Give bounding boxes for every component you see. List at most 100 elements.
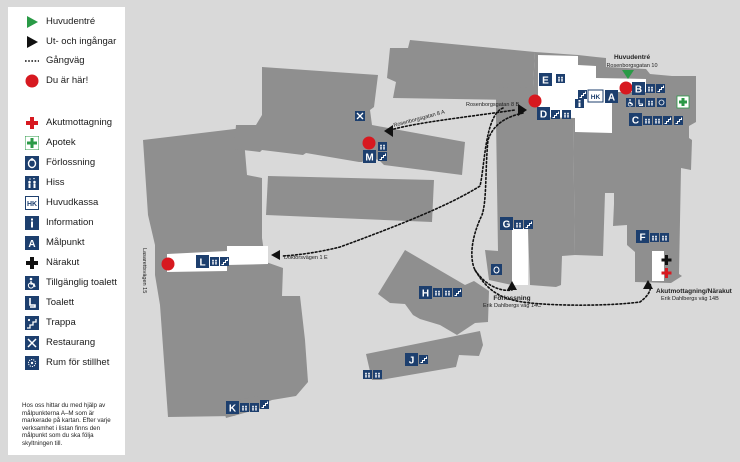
point-b: B <box>632 82 645 96</box>
walking-paths <box>281 107 652 306</box>
legend-item: HK Huvudkassa <box>8 195 125 211</box>
black-cross-icon <box>661 255 672 265</box>
legend-item: Tillgänglig toalett <box>8 275 125 291</box>
toilet-icon <box>635 97 646 108</box>
akut-title: Akutmottagning/Närakut <box>656 288 733 295</box>
svg-text:H: H <box>422 289 429 300</box>
quiet-room-icon <box>25 356 39 370</box>
point-l: L <box>196 255 209 269</box>
stairs-icon <box>377 151 388 162</box>
main-entrance-triangle-icon <box>622 70 634 79</box>
path-forlossning <box>474 269 513 292</box>
target-points: A B C D E F G H J K L M <box>196 73 649 415</box>
svg-text:A: A <box>608 93 615 104</box>
legend-item: Gångväg <box>8 53 125 69</box>
stairs-icon <box>452 287 463 298</box>
legend-item: Huvudentré <box>8 14 125 30</box>
street-label-8a: Rosenborgsgatan 8 A <box>393 109 446 129</box>
stairs-icon <box>550 109 561 120</box>
legend-label: Gångväg <box>46 55 85 66</box>
legend-label: Trappa <box>46 317 76 328</box>
accessible-toilet-icon <box>25 276 39 290</box>
point-d: D <box>537 107 550 121</box>
entrance-8a-triangle-icon <box>384 125 393 137</box>
svg-text:C: C <box>632 116 639 127</box>
elevator-icon <box>373 370 382 379</box>
legend-panel: Huvudentré Ut- och ingångar Gångväg Du ä… <box>8 7 125 455</box>
legend-label: Närakut <box>46 257 80 268</box>
corridor-g <box>512 228 528 285</box>
svg-text:J: J <box>409 356 415 367</box>
legend-item: Akutmottagning <box>8 115 125 131</box>
triangle-black-icon <box>27 36 38 48</box>
corridor-f <box>652 251 664 281</box>
main-entrance-street: Rosenborgsgatan 10 <box>606 63 657 69</box>
elevator-icon <box>378 142 387 151</box>
legend-label: Toalett <box>46 297 74 308</box>
legend-label: Rum för stillhet <box>46 357 110 368</box>
elevator-icon <box>643 116 652 125</box>
main-entrance-title: Huvudentré <box>614 54 651 61</box>
svg-text:F: F <box>639 233 645 244</box>
akut-street: Erik Dahlbergs väg 14B <box>661 296 719 302</box>
pharmacy-cross-icon <box>676 95 690 109</box>
building-west <box>143 128 308 417</box>
path-loop <box>471 112 652 306</box>
letter-a-icon: A <box>25 236 39 250</box>
svg-text:G: G <box>503 220 511 231</box>
stairs-icon <box>219 256 230 267</box>
legend-label: Förlossning <box>46 157 96 168</box>
forlossning-street: Erik Dahlbergs väg 14C <box>483 303 541 309</box>
legend-item: Ut- och ingångar <box>8 34 125 50</box>
elevator-icon <box>210 257 219 266</box>
stairs-icon <box>523 219 534 230</box>
hk-icon: HK <box>587 89 604 103</box>
legend-item: Hiss <box>8 175 125 191</box>
path-8a <box>389 109 516 131</box>
point-j: J <box>405 353 418 367</box>
point-m: M <box>363 150 376 164</box>
legend-item: Förlossning <box>8 155 125 171</box>
toilet-icon <box>25 296 39 310</box>
svg-text:A: A <box>28 239 35 250</box>
legend-label: Huvudentré <box>46 16 96 27</box>
legend-item: Närakut <box>8 255 125 271</box>
elevator-icon <box>646 84 655 93</box>
elevator-icon <box>514 220 523 229</box>
point-g: G <box>500 217 513 231</box>
svg-text:E: E <box>542 76 549 87</box>
information-icon <box>575 99 584 108</box>
path-doktorsvagen <box>281 107 504 257</box>
hk-icon: HK <box>25 196 39 210</box>
entrance-forlossning-triangle-icon <box>507 281 517 290</box>
point-e: E <box>539 73 552 87</box>
forlossning-title: Förlossning <box>493 295 530 302</box>
point-c: C <box>629 113 642 127</box>
stairs-icon <box>577 89 588 100</box>
elevator-icon <box>433 288 442 297</box>
building-top-center <box>387 40 535 100</box>
triangle-green-icon <box>27 16 38 28</box>
point-f: F <box>636 230 649 244</box>
you-are-here-markers <box>161 81 633 271</box>
legend-item: Trappa <box>8 315 125 331</box>
point-k: K <box>226 401 239 415</box>
elevator-icon <box>363 370 372 379</box>
legend-item: Rum för stillhet <box>8 355 125 371</box>
red-cross-icon <box>26 117 38 129</box>
dotted-line-icon <box>25 60 39 62</box>
legend-item: Du är här! <box>8 73 125 89</box>
building-g <box>485 119 575 287</box>
svg-text:HK: HK <box>27 201 37 208</box>
entrance-8b-triangle-icon <box>518 104 527 116</box>
elevator-icon <box>240 403 249 412</box>
legend-item: Toalett <box>8 295 125 311</box>
building-m <box>234 67 465 175</box>
entrance-akut-triangle-icon <box>643 280 653 289</box>
stairs-icon <box>662 115 673 126</box>
red-dot-icon <box>362 136 376 150</box>
legend-item: A Målpunkt <box>8 235 125 251</box>
red-dot-icon <box>528 94 542 108</box>
stairs-icon <box>655 83 666 94</box>
